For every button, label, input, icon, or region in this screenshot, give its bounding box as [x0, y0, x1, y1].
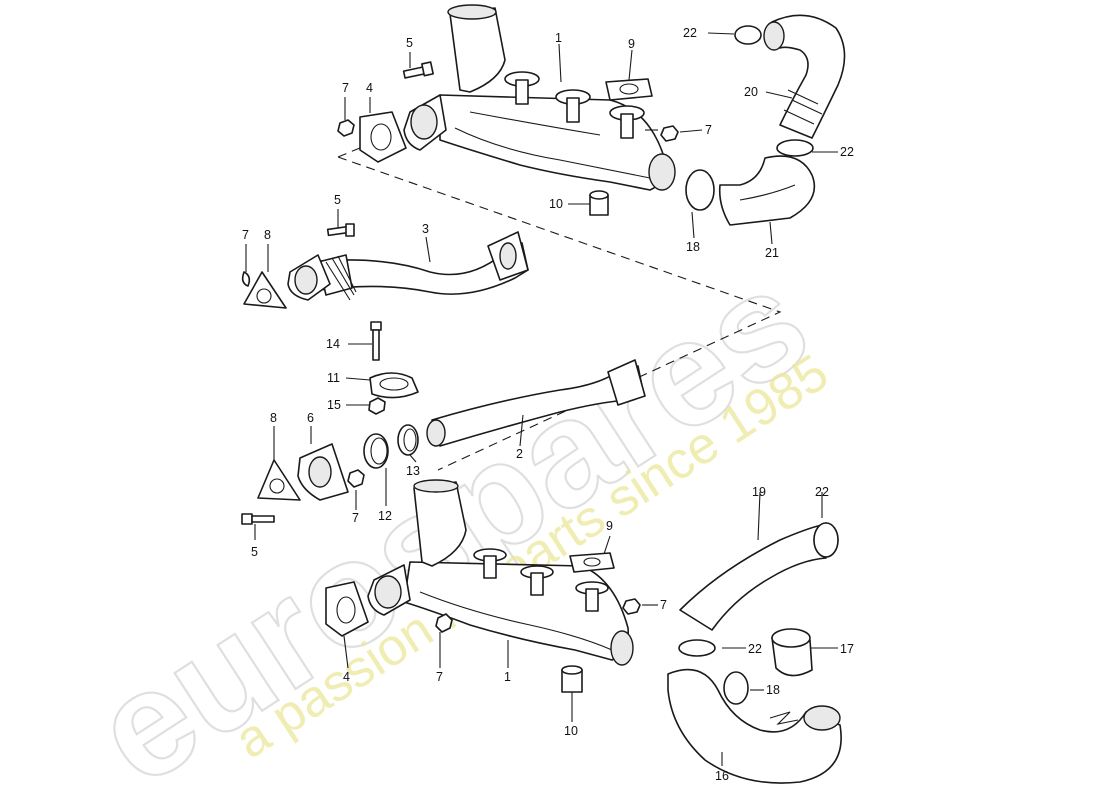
bolt-5-middle — [326, 223, 355, 237]
callout-17: 17 — [840, 642, 854, 656]
callout-7-upper-left: 7 — [342, 81, 349, 95]
spacer-10-upper — [589, 190, 609, 216]
callout-9-lower: 9 — [606, 519, 613, 533]
bolt-5-lower — [241, 513, 275, 525]
callout-10-lower: 10 — [564, 724, 578, 738]
callout-1-lower: 1 — [504, 670, 511, 684]
callout-19: 19 — [752, 485, 766, 499]
callout-7-lower-left: 7 — [436, 670, 443, 684]
hose-clamp-18-lower — [723, 671, 749, 705]
hose-clamp-22-lower-b — [678, 639, 716, 657]
exhaust-pipe-3 — [287, 231, 529, 301]
callout-5-lower: 5 — [251, 545, 258, 559]
callout-4-lower: 4 — [343, 670, 350, 684]
exhaust-pipe-2 — [426, 359, 646, 447]
callout-21: 21 — [765, 246, 779, 260]
nut-7-middle-left — [241, 271, 251, 287]
bolt-14 — [370, 321, 382, 361]
callout-13: 13 — [406, 464, 420, 478]
end-cap-17 — [771, 628, 813, 677]
callout-11: 11 — [327, 371, 340, 385]
callout-labels: 1 9 5 7 4 7 22 20 22 10 18 21 5 3 7 8 14… — [242, 26, 854, 783]
callout-1-upper: 1 — [555, 31, 562, 45]
hose-clamp-22-upper-a — [734, 25, 762, 45]
leader-lines — [245, 32, 838, 766]
callout-7-middle-right: 7 — [352, 511, 359, 525]
sealing-ring-12 — [363, 433, 389, 469]
callout-8-lower: 8 — [270, 411, 277, 425]
callout-6: 6 — [307, 411, 314, 425]
callout-18-lower: 18 — [766, 683, 780, 697]
callout-22-top: 22 — [683, 26, 697, 40]
callout-10-upper: 10 — [549, 197, 563, 211]
callout-8-upper: 8 — [264, 228, 271, 242]
pipe-clamp-11 — [369, 372, 419, 399]
callout-5-upper: 5 — [406, 36, 413, 50]
nut-7-lower-right — [622, 598, 641, 615]
callout-7-upper-right: 7 — [705, 123, 712, 137]
nut-7-upper-left — [337, 119, 355, 137]
air-hose-20 — [763, 14, 846, 139]
nut-7-lower-left — [435, 613, 453, 633]
callout-2: 2 — [516, 447, 523, 461]
gasket-9-lower — [569, 552, 615, 573]
callout-9-upper: 9 — [628, 37, 635, 51]
callout-7-lower-right: 7 — [660, 598, 667, 612]
triangle-gasket-8-upper — [243, 271, 287, 309]
callout-22-upper: 22 — [840, 145, 854, 159]
heat-exchanger-lower — [367, 479, 634, 666]
callout-20: 20 — [744, 85, 758, 99]
flange-gasket-4-lower — [325, 581, 369, 637]
nut-15 — [368, 397, 386, 415]
hose-clamp-18-upper — [685, 169, 715, 211]
bolt-5-upper — [402, 61, 434, 79]
callout-18-upper: 18 — [686, 240, 700, 254]
heat-exchanger-upper — [403, 4, 676, 191]
gasket-9-upper — [605, 78, 653, 101]
spacer-10-lower — [561, 665, 583, 693]
nut-7-middle-right — [347, 469, 365, 488]
air-elbow-21 — [718, 155, 816, 226]
callout-5-middle: 5 — [334, 193, 341, 207]
callout-15: 15 — [327, 398, 341, 412]
flange-6 — [297, 443, 349, 501]
hose-clamp-22-lower-a — [813, 522, 839, 558]
flange-gasket-4-upper — [359, 111, 407, 163]
callout-7-middle-left: 7 — [242, 228, 249, 242]
callout-3: 3 — [422, 222, 429, 236]
callout-4-upper: 4 — [366, 81, 373, 95]
callout-12: 12 — [378, 509, 392, 523]
nut-7-upper-right — [660, 125, 679, 142]
callout-22-lower-top: 22 — [815, 485, 829, 499]
callout-16: 16 — [715, 769, 729, 783]
air-elbow-16 — [667, 668, 842, 784]
callout-14: 14 — [326, 337, 340, 351]
callout-22-lower: 22 — [748, 642, 762, 656]
hose-clamp-22-upper-b — [776, 139, 814, 157]
triangle-gasket-8-lower — [257, 459, 301, 501]
sealing-ring-13 — [397, 424, 419, 456]
